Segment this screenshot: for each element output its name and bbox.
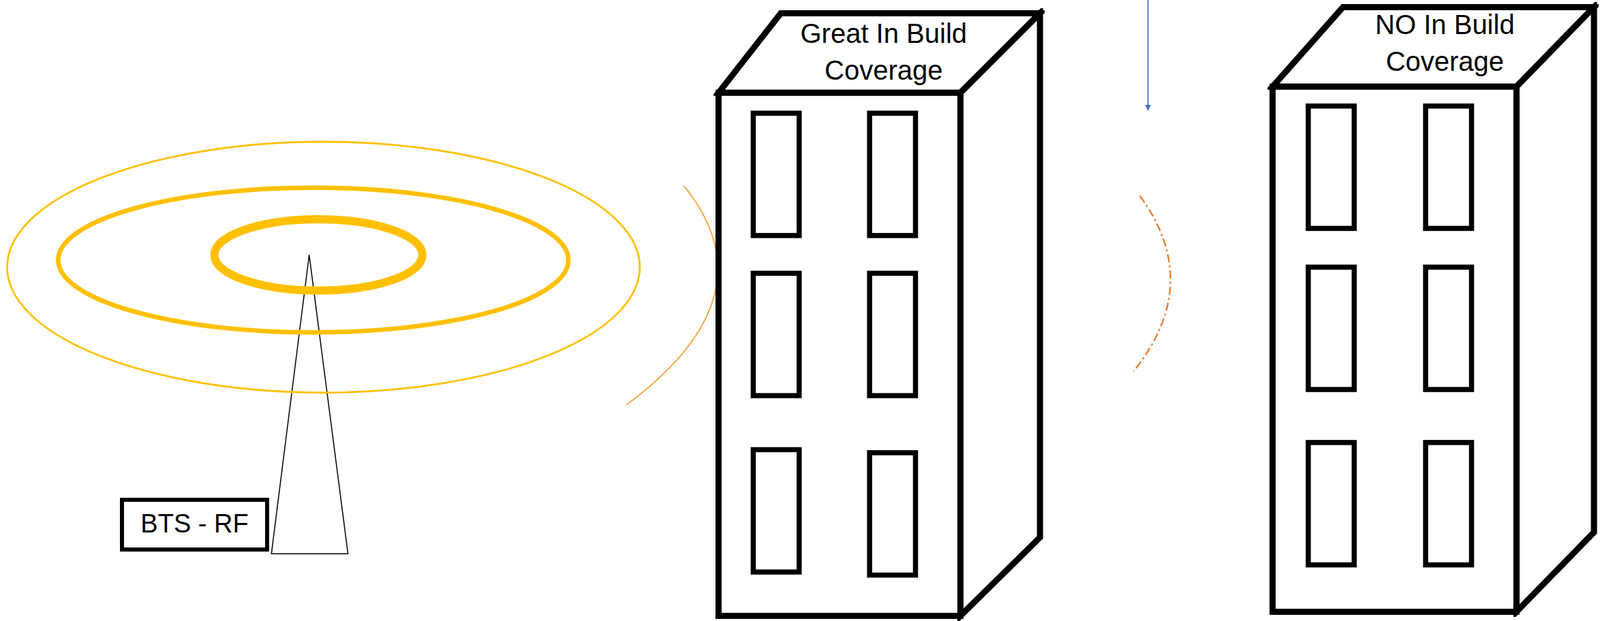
signal-wave (626, 186, 718, 406)
building-window (1308, 106, 1355, 229)
building-window (752, 113, 799, 236)
equipment-box: BTS - RF (119, 498, 270, 552)
building-window (869, 273, 916, 396)
building-window (752, 273, 799, 396)
building-front (718, 92, 961, 617)
signal-ring (6, 141, 640, 393)
pointer-arrow (1147, 0, 1149, 111)
building-window (869, 453, 916, 576)
building-side (1516, 6, 1594, 612)
weak-signal-wave (1133, 196, 1171, 373)
building-window (1425, 267, 1472, 390)
building-outline (1267, 2, 1600, 618)
building-window (869, 113, 916, 236)
building-node: NO In Build Coverage (1267, 2, 1600, 618)
building-window (1425, 442, 1472, 566)
building-window (1308, 442, 1355, 566)
signal-ring (57, 188, 569, 334)
building-window (1425, 106, 1472, 229)
equipment-label: BTS - RF (140, 509, 249, 541)
coverage-label: NO In Build Coverage (1335, 6, 1554, 80)
building-window (752, 449, 799, 573)
signal-ring (213, 219, 422, 291)
building-window (1308, 267, 1355, 390)
building-side (960, 12, 1040, 617)
coverage-label: Great In Build Coverage (774, 14, 993, 89)
building-outline (713, 8, 1046, 621)
building-front (1272, 86, 1517, 612)
building-node: Great In Build Coverage (713, 8, 1046, 621)
antenna-tower (271, 254, 348, 555)
